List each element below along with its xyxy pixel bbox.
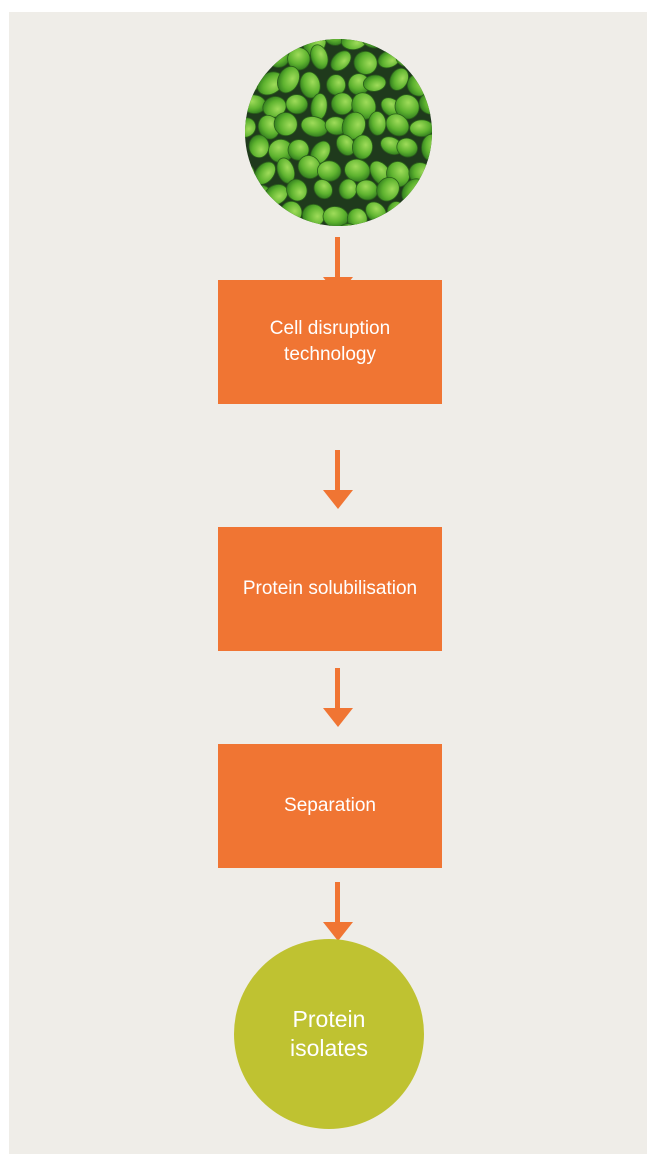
duckweed-leaf	[264, 224, 288, 226]
duckweed-leaf	[362, 74, 387, 92]
step-label: Separation	[284, 795, 376, 816]
step-label: Cell disruption technology	[269, 318, 391, 365]
duckweed-leaf	[330, 92, 354, 116]
duckweed-leaf	[245, 222, 246, 226]
duckweed-leaf	[245, 39, 260, 50]
duckweed-leaf	[353, 50, 378, 75]
duckweed-leaf	[376, 176, 400, 202]
result-protein-isolates: Protein isolates	[234, 939, 424, 1129]
duckweed-leaf	[330, 50, 352, 72]
duckweed-leaf	[404, 39, 432, 51]
duckweed-photo	[245, 39, 432, 226]
duckweed-leaf	[351, 134, 374, 160]
step-separation: Separation	[218, 744, 442, 868]
duckweed-leaf	[421, 49, 432, 72]
duckweed-leaf	[336, 134, 356, 156]
duckweed-leaf	[297, 155, 321, 179]
duckweed-leaf	[389, 67, 409, 91]
duckweed-leaf	[258, 39, 281, 50]
diagram-panel: Cell disruption technology Protein solub…	[9, 12, 647, 1154]
step-label: Protein solubilisation	[242, 578, 418, 599]
duckweed-leaf	[409, 119, 432, 138]
duckweed-leaf	[386, 201, 406, 224]
duckweed-leaf	[344, 158, 371, 183]
duckweed-leaf	[285, 94, 309, 115]
arrow-down-4	[323, 882, 353, 942]
duckweed-leaf	[380, 224, 404, 226]
duckweed-leaf	[277, 65, 300, 94]
duckweed-leaf	[340, 39, 368, 51]
duckweed-leaf	[251, 201, 275, 226]
duckweed-leaf	[248, 134, 270, 159]
arrow-down-3	[323, 668, 353, 728]
arrow-down-2	[323, 450, 353, 510]
duckweed-leaf	[406, 202, 432, 222]
step-protein-solubilisation: Protein solubilisation	[218, 527, 442, 651]
result-label: Protein isolates	[290, 1006, 368, 1061]
step-cell-disruption: Cell disruption technology	[218, 280, 442, 404]
duckweed-leaf	[286, 178, 308, 202]
duckweed-leaf	[245, 200, 256, 226]
duckweed-leaf	[430, 73, 432, 99]
duckweed-leaf	[299, 71, 321, 99]
duckweed-leaf	[430, 199, 432, 225]
duckweed-leaf	[396, 137, 418, 158]
duckweed-leaf	[310, 44, 329, 70]
duckweed-leaf	[313, 179, 333, 200]
duckweed-leaf	[416, 221, 432, 226]
duckweed-leaf	[427, 39, 432, 53]
duckweed-leaf	[245, 117, 257, 138]
duckweed-leaf	[317, 160, 342, 182]
duckweed-leaf	[273, 112, 298, 137]
duckweed-leaf	[385, 113, 410, 137]
duckweed-leaf	[392, 39, 414, 53]
